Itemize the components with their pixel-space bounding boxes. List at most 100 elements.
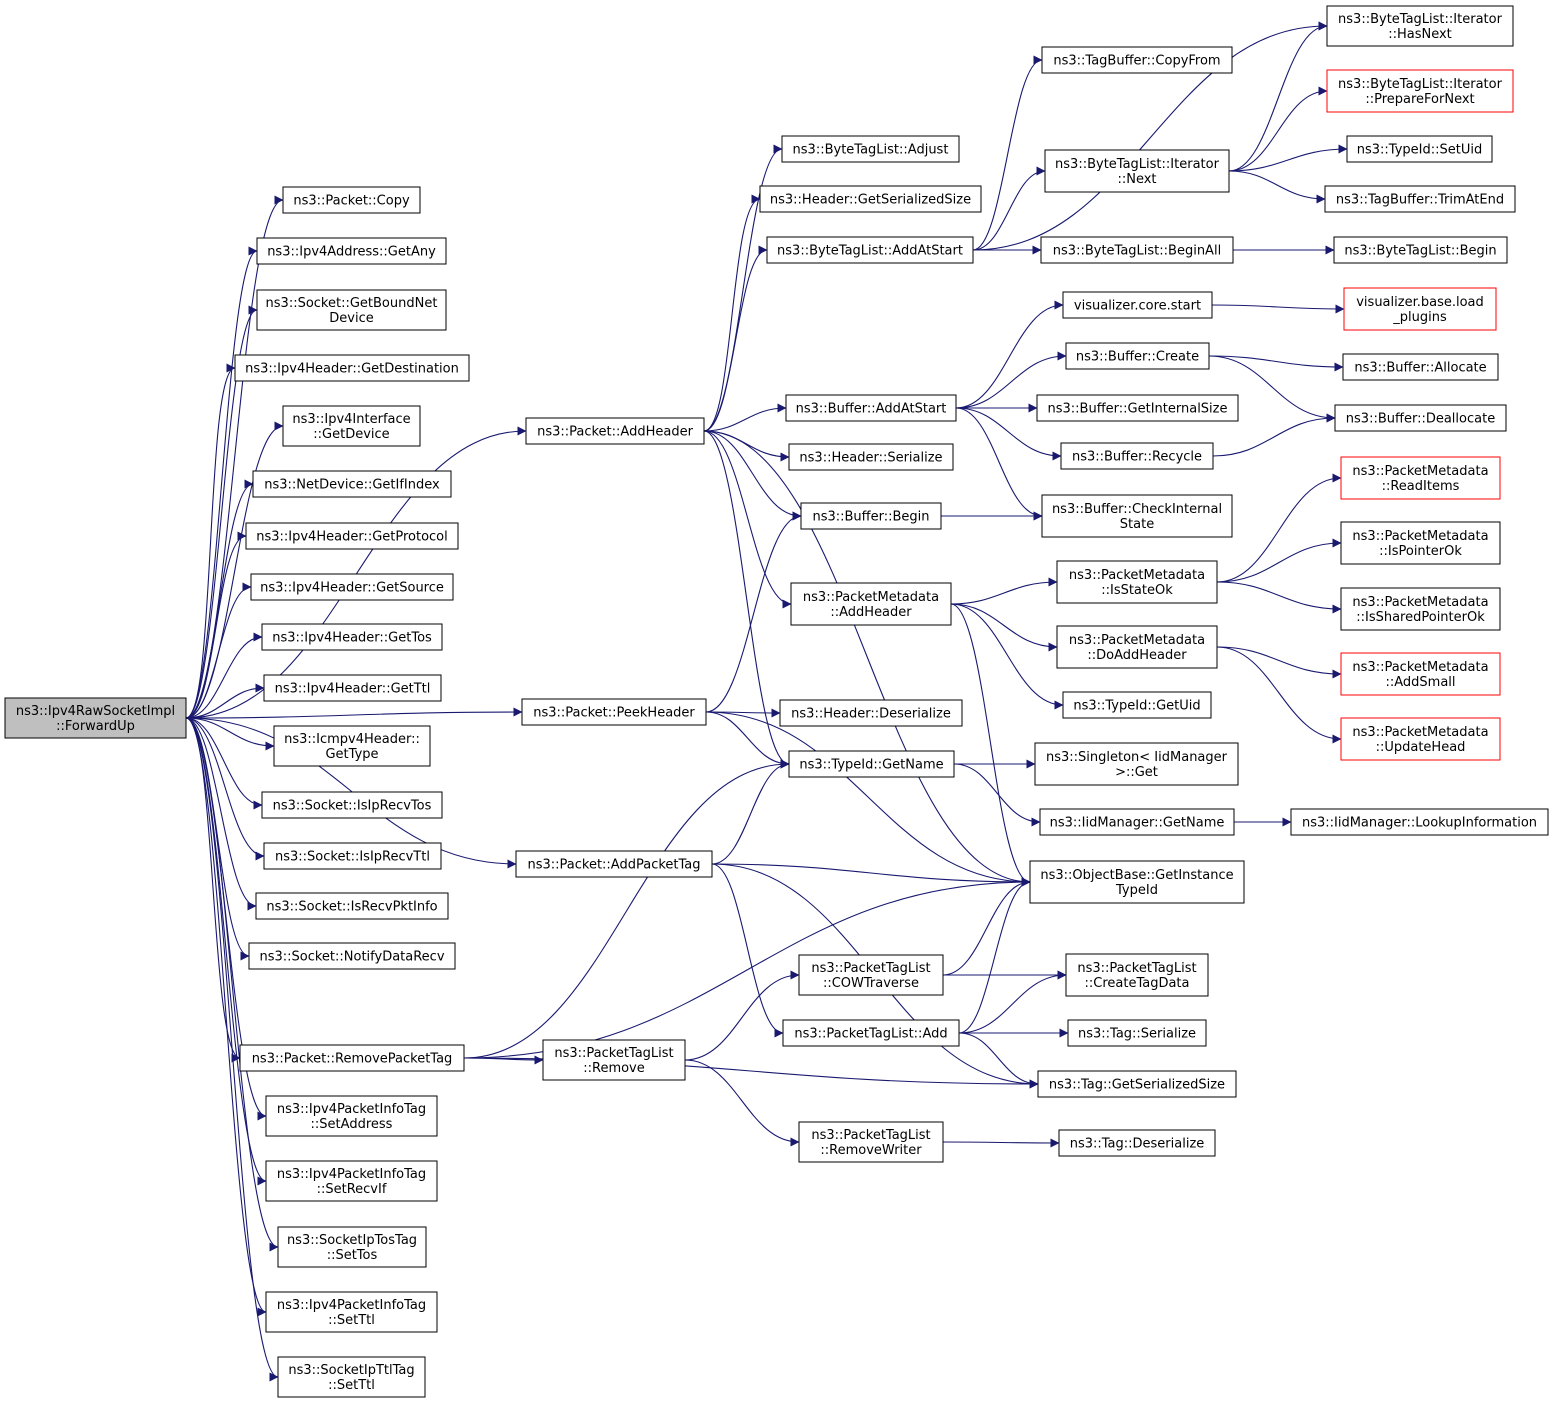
node-box[interactable] bbox=[788, 443, 954, 471]
graph-node-btli_hasnext[interactable]: ns3::ByteTagList::Iterator::HasNext bbox=[1326, 5, 1514, 47]
node-box[interactable] bbox=[779, 699, 963, 727]
node-box[interactable] bbox=[1034, 742, 1239, 786]
graph-node-buf_allocate[interactable]: ns3::Buffer::Allocate bbox=[1342, 353, 1499, 381]
graph-node-ipv4hdr_getdest[interactable]: ns3::Ipv4Header::GetDestination bbox=[234, 354, 470, 382]
graph-node-sockttltag_setttl[interactable]: ns3::SocketIpTtlTag::SetTtl bbox=[277, 1356, 426, 1398]
graph-node-pm_doaddheader[interactable]: ns3::PacketMetadata::DoAddHeader bbox=[1056, 625, 1218, 669]
graph-node-btli_preparefornext[interactable]: ns3::ByteTagList::Iterator::PrepareForNe… bbox=[1326, 69, 1514, 113]
node-box[interactable] bbox=[263, 842, 442, 870]
graph-node-ptl_removewriter[interactable]: ns3::PacketTagList::RemoveWriter bbox=[798, 1121, 944, 1163]
graph-node-netdev_getifindex[interactable]: ns3::NetDevice::GetIfIndex bbox=[252, 470, 452, 498]
graph-node-btl_addatstart[interactable]: ns3::ByteTagList::AddAtStart bbox=[766, 236, 974, 264]
node-box[interactable] bbox=[1340, 652, 1501, 696]
node-box[interactable] bbox=[766, 236, 974, 264]
node-box[interactable] bbox=[1343, 287, 1497, 331]
graph-node-icmpv4hdr_gettype[interactable]: ns3::Icmpv4Header::GetType bbox=[273, 725, 431, 767]
graph-node-sock_isiprecvtos[interactable]: ns3::Socket::IsIpRecvTos bbox=[261, 791, 443, 819]
node-box[interactable] bbox=[785, 394, 957, 422]
node-box[interactable] bbox=[759, 185, 982, 213]
node-box[interactable] bbox=[234, 354, 470, 382]
graph-node-iidmgr_getname[interactable]: ns3::IidManager::GetName bbox=[1039, 808, 1235, 836]
node-box[interactable] bbox=[273, 725, 431, 767]
graph-node-hdr_serialize[interactable]: ns3::Header::Serialize bbox=[788, 443, 954, 471]
graph-node-ipv4pit_setaddress[interactable]: ns3::Ipv4PacketInfoTag::SetAddress bbox=[265, 1095, 438, 1137]
graph-node-ptl_add[interactable]: ns3::PacketTagList::Add bbox=[782, 1019, 960, 1047]
graph-node-btli_next[interactable]: ns3::ByteTagList::Iterator::Next bbox=[1044, 149, 1230, 193]
node-box[interactable] bbox=[1044, 149, 1230, 193]
node-box[interactable] bbox=[1340, 456, 1501, 500]
node-box[interactable] bbox=[1062, 691, 1212, 719]
node-box[interactable] bbox=[1037, 1070, 1237, 1098]
graph-node-pm_updatehead[interactable]: ns3::PacketMetadata::UpdateHead bbox=[1340, 717, 1501, 761]
node-box[interactable] bbox=[4, 697, 187, 739]
graph-node-pm_readitems[interactable]: ns3::PacketMetadata::ReadItems bbox=[1340, 456, 1501, 500]
graph-node-sock_isiprecvttl[interactable]: ns3::Socket::IsIpRecvTtl bbox=[263, 842, 442, 870]
graph-node-btl_beginall[interactable]: ns3::ByteTagList::BeginAll bbox=[1040, 236, 1234, 264]
node-box[interactable] bbox=[1062, 291, 1213, 319]
graph-node-buf_begin[interactable]: ns3::Buffer::Begin bbox=[800, 502, 942, 530]
node-box[interactable] bbox=[277, 1356, 426, 1398]
node-box[interactable] bbox=[1060, 442, 1214, 470]
graph-node-ptl_remove[interactable]: ns3::PacketTagList::Remove bbox=[542, 1039, 686, 1081]
node-box[interactable] bbox=[265, 1095, 438, 1137]
graph-node-ipv4hdr_gettos[interactable]: ns3::Ipv4Header::GetTos bbox=[261, 623, 443, 651]
graph-node-ptl_createtagdata[interactable]: ns3::PacketTagList::CreateTagData bbox=[1065, 953, 1209, 997]
node-box[interactable] bbox=[515, 850, 713, 878]
graph-node-singleton_get[interactable]: ns3::Singleton< IidManager >::Get bbox=[1034, 742, 1239, 786]
node-box[interactable] bbox=[1029, 860, 1245, 904]
node-box[interactable] bbox=[248, 942, 456, 970]
node-box[interactable] bbox=[1326, 5, 1514, 47]
graph-node-buf_deallocate[interactable]: ns3::Buffer::Deallocate bbox=[1334, 404, 1507, 432]
node-box[interactable] bbox=[245, 522, 459, 550]
graph-node-tag_serialize[interactable]: ns3::Tag::Serialize bbox=[1067, 1019, 1207, 1047]
node-box[interactable] bbox=[788, 750, 955, 778]
node-box[interactable] bbox=[1333, 236, 1508, 264]
node-box[interactable] bbox=[277, 1226, 427, 1268]
node-box[interactable] bbox=[263, 674, 442, 702]
graph-node-buf_getinternalsize[interactable]: ns3::Buffer::GetInternalSize bbox=[1036, 394, 1239, 422]
node-box[interactable] bbox=[521, 698, 707, 726]
graph-node-tagbuf_trimatend[interactable]: ns3::TagBuffer::TrimAtEnd bbox=[1324, 185, 1516, 213]
node-box[interactable] bbox=[525, 417, 705, 445]
graph-node-sock_notifydatarecv[interactable]: ns3::Socket::NotifyDataRecv bbox=[248, 942, 456, 970]
node-box[interactable] bbox=[1290, 808, 1549, 836]
graph-node-viz_core_start[interactable]: visualizer.core.start bbox=[1062, 291, 1213, 319]
node-box[interactable] bbox=[1340, 587, 1501, 631]
node-box[interactable] bbox=[1342, 353, 1499, 381]
node-box[interactable] bbox=[1040, 236, 1234, 264]
node-box[interactable] bbox=[261, 791, 443, 819]
graph-node-pm_issharedpointerok[interactable]: ns3::PacketMetadata::IsSharedPointerOk bbox=[1340, 587, 1501, 631]
graph-node-pm_addheader[interactable]: ns3::PacketMetadata::AddHeader bbox=[790, 582, 952, 626]
graph-node-pkt_addpackettag[interactable]: ns3::Packet::AddPacketTag bbox=[515, 850, 713, 878]
graph-node-hdr_deserialize[interactable]: ns3::Header::Deserialize bbox=[779, 699, 963, 727]
node-box[interactable] bbox=[261, 623, 443, 651]
graph-node-pkt_peekheader[interactable]: ns3::Packet::PeekHeader bbox=[521, 698, 707, 726]
graph-node-iidmgr_lookupinformation[interactable]: ns3::IidManager::LookupInformation bbox=[1290, 808, 1549, 836]
graph-node-ipv4hdr_getprotocol[interactable]: ns3::Ipv4Header::GetProtocol bbox=[245, 522, 459, 550]
node-box[interactable] bbox=[790, 582, 952, 626]
node-box[interactable] bbox=[265, 1160, 438, 1202]
node-box[interactable] bbox=[1041, 494, 1233, 538]
node-box[interactable] bbox=[282, 186, 421, 214]
graph-node-btl_adjust[interactable]: ns3::ByteTagList::Adjust bbox=[781, 135, 960, 163]
graph-node-pm_isstateok[interactable]: ns3::PacketMetadata::IsStateOk bbox=[1056, 560, 1218, 604]
graph-node-pkt_copy[interactable]: ns3::Packet::Copy bbox=[282, 186, 421, 214]
node-box[interactable] bbox=[1067, 1019, 1207, 1047]
node-box[interactable] bbox=[282, 405, 421, 447]
graph-node-pkt_addheader[interactable]: ns3::Packet::AddHeader bbox=[525, 417, 705, 445]
graph-node-ptl_cowtraverse[interactable]: ns3::PacketTagList::COWTraverse bbox=[798, 954, 944, 996]
node-box[interactable] bbox=[1346, 135, 1493, 163]
node-box[interactable] bbox=[1036, 394, 1239, 422]
graph-node-tagbuf_copyfrom[interactable]: ns3::TagBuffer::CopyFrom bbox=[1041, 46, 1233, 74]
graph-node-typeid_getuid[interactable]: ns3::TypeId::GetUid bbox=[1062, 691, 1212, 719]
graph-node-buf_recycle[interactable]: ns3::Buffer::Recycle bbox=[1060, 442, 1214, 470]
node-box[interactable] bbox=[1340, 521, 1501, 565]
node-box[interactable] bbox=[798, 954, 944, 996]
node-box[interactable] bbox=[781, 135, 960, 163]
node-box[interactable] bbox=[1065, 953, 1209, 997]
graph-node-typeid_getname[interactable]: ns3::TypeId::GetName bbox=[788, 750, 955, 778]
graph-node-pm_addsmall[interactable]: ns3::PacketMetadata::AddSmall bbox=[1340, 652, 1501, 696]
graph-node-ipv4hdr_getsource[interactable]: ns3::Ipv4Header::GetSource bbox=[250, 573, 454, 601]
